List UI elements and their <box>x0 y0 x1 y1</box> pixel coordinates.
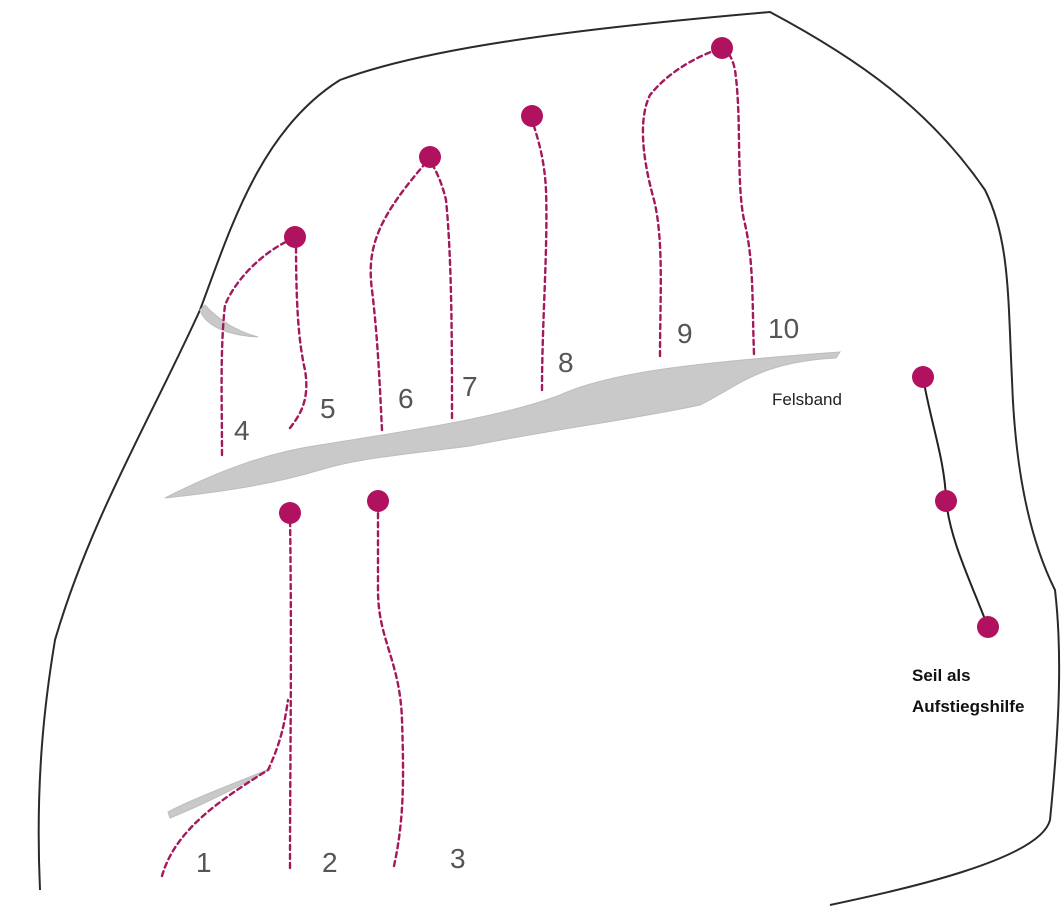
rope-anchor-3 <box>977 616 999 638</box>
rope-aid <box>912 366 999 638</box>
seil-label-line2: Aufstiegshilfe <box>912 697 1024 716</box>
route-line-8 <box>530 116 548 392</box>
route-number-1: 1 <box>196 847 212 878</box>
route-number-2: 2 <box>322 847 338 878</box>
rope-anchor-2 <box>935 490 957 512</box>
rock-face-outline <box>37 10 1061 906</box>
anchor-route-3 <box>367 490 389 512</box>
route-number-9: 9 <box>677 318 693 349</box>
route-line-6 <box>369 156 432 432</box>
anchor-route-2 <box>279 502 301 524</box>
route-number-5: 5 <box>320 393 336 424</box>
route-number-10: 10 <box>768 313 799 344</box>
route-line-4 <box>220 236 297 457</box>
route-line-5 <box>288 238 308 430</box>
felsband-label: Felsband <box>772 390 842 409</box>
route-line-3 <box>376 501 405 868</box>
anchor-route-6 <box>419 146 441 168</box>
routes-layer <box>160 37 756 878</box>
route-number-4: 4 <box>234 415 250 446</box>
route-line-9 <box>641 46 724 358</box>
anchor-route-8 <box>521 105 543 127</box>
route-number-8: 8 <box>558 347 574 378</box>
route-line-2 <box>288 513 293 870</box>
route-line-1 <box>160 698 290 878</box>
route-line-7 <box>428 158 454 420</box>
route-number-3: 3 <box>450 843 466 874</box>
route-number-6: 6 <box>398 383 414 414</box>
small-ledge-lower <box>167 767 273 819</box>
route-number-7: 7 <box>462 371 478 402</box>
rope-anchor-1 <box>912 366 934 388</box>
route-line-10 <box>720 46 756 356</box>
small-ledge-upper <box>199 304 259 338</box>
anchor-route-4 <box>284 226 306 248</box>
seil-label-line1: Seil als <box>912 666 971 685</box>
felsband-ledge <box>164 351 841 499</box>
